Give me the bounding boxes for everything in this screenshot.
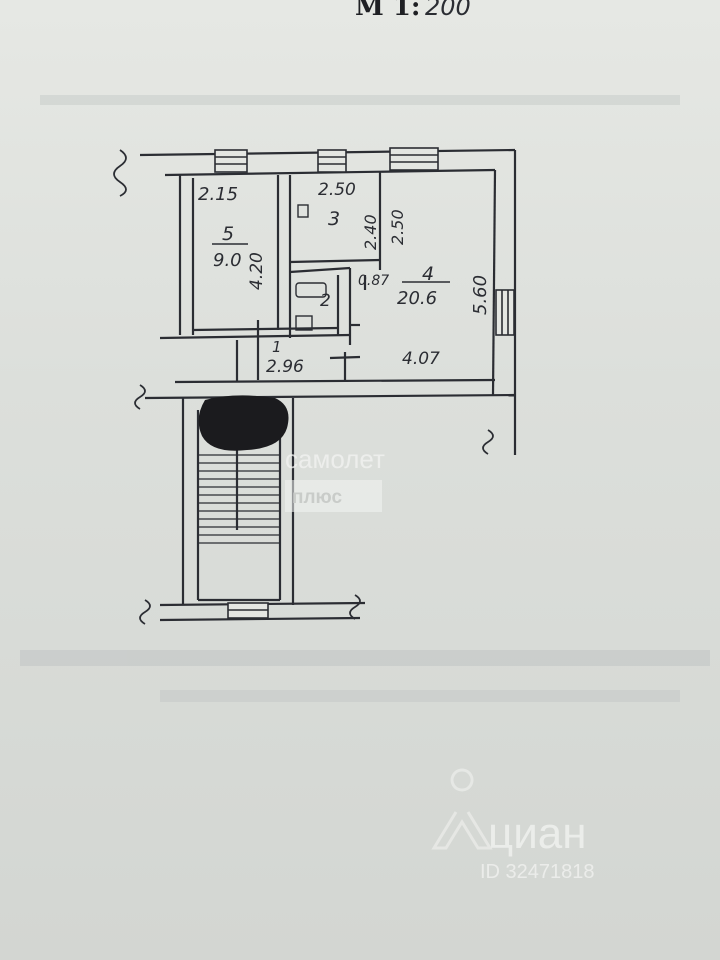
room-1-number: 1 xyxy=(272,338,282,356)
room-4-length: 5.60 xyxy=(470,275,491,315)
room-3-length: 2.40 xyxy=(361,214,380,250)
room-3-number: 3 xyxy=(328,208,340,230)
stair-treads xyxy=(198,454,280,544)
room-4-area: 20.6 xyxy=(397,288,437,309)
cian-id-text: ID 32471818 xyxy=(480,861,595,883)
room-5-area: 9.0 xyxy=(213,250,242,271)
cian-pin-icon xyxy=(431,768,493,850)
room-1-length: 2.96 xyxy=(266,357,304,377)
window-room-4-side xyxy=(495,289,515,336)
samolet-watermark-title: самолет xyxy=(285,444,385,474)
room-labels: 2.15 5 9.0 4.20 2.50 3 2.40 2.50 4 20.6 … xyxy=(198,180,491,377)
break-marks xyxy=(113,149,494,625)
room-5-length: 4.20 xyxy=(247,252,267,290)
bathtub-icon xyxy=(295,282,327,298)
window-room-4 xyxy=(389,147,439,171)
toilet-icon xyxy=(295,315,313,331)
scale-header: М 1: 200 xyxy=(355,0,471,22)
redaction-blot xyxy=(198,395,289,451)
fixtures xyxy=(295,204,327,331)
cian-watermark: циан ID 32471818 xyxy=(431,768,595,883)
scale-value: 200 xyxy=(425,0,471,21)
window-room-5 xyxy=(214,149,248,173)
room-2-number: 2 xyxy=(320,291,331,311)
bleed-through-lines xyxy=(20,95,710,702)
room-5-number: 5 xyxy=(222,223,234,245)
window-room-3 xyxy=(317,149,347,173)
samolet-watermark-subtitle: плюс xyxy=(292,487,343,508)
cian-logo-text: циан xyxy=(488,809,587,858)
stove-icon xyxy=(297,204,309,218)
windows xyxy=(214,147,515,619)
room-5-width: 2.15 xyxy=(198,184,238,205)
scale-label: М 1: xyxy=(355,0,421,22)
room-4-width: 4.07 xyxy=(402,349,440,369)
room-3-width: 2.50 xyxy=(318,180,356,200)
room-3-side: 2.50 xyxy=(388,209,407,245)
room-2-width: 0.87 xyxy=(358,273,389,289)
room-4-number: 4 xyxy=(422,263,434,285)
samolet-watermark: самолет плюс xyxy=(285,444,385,512)
